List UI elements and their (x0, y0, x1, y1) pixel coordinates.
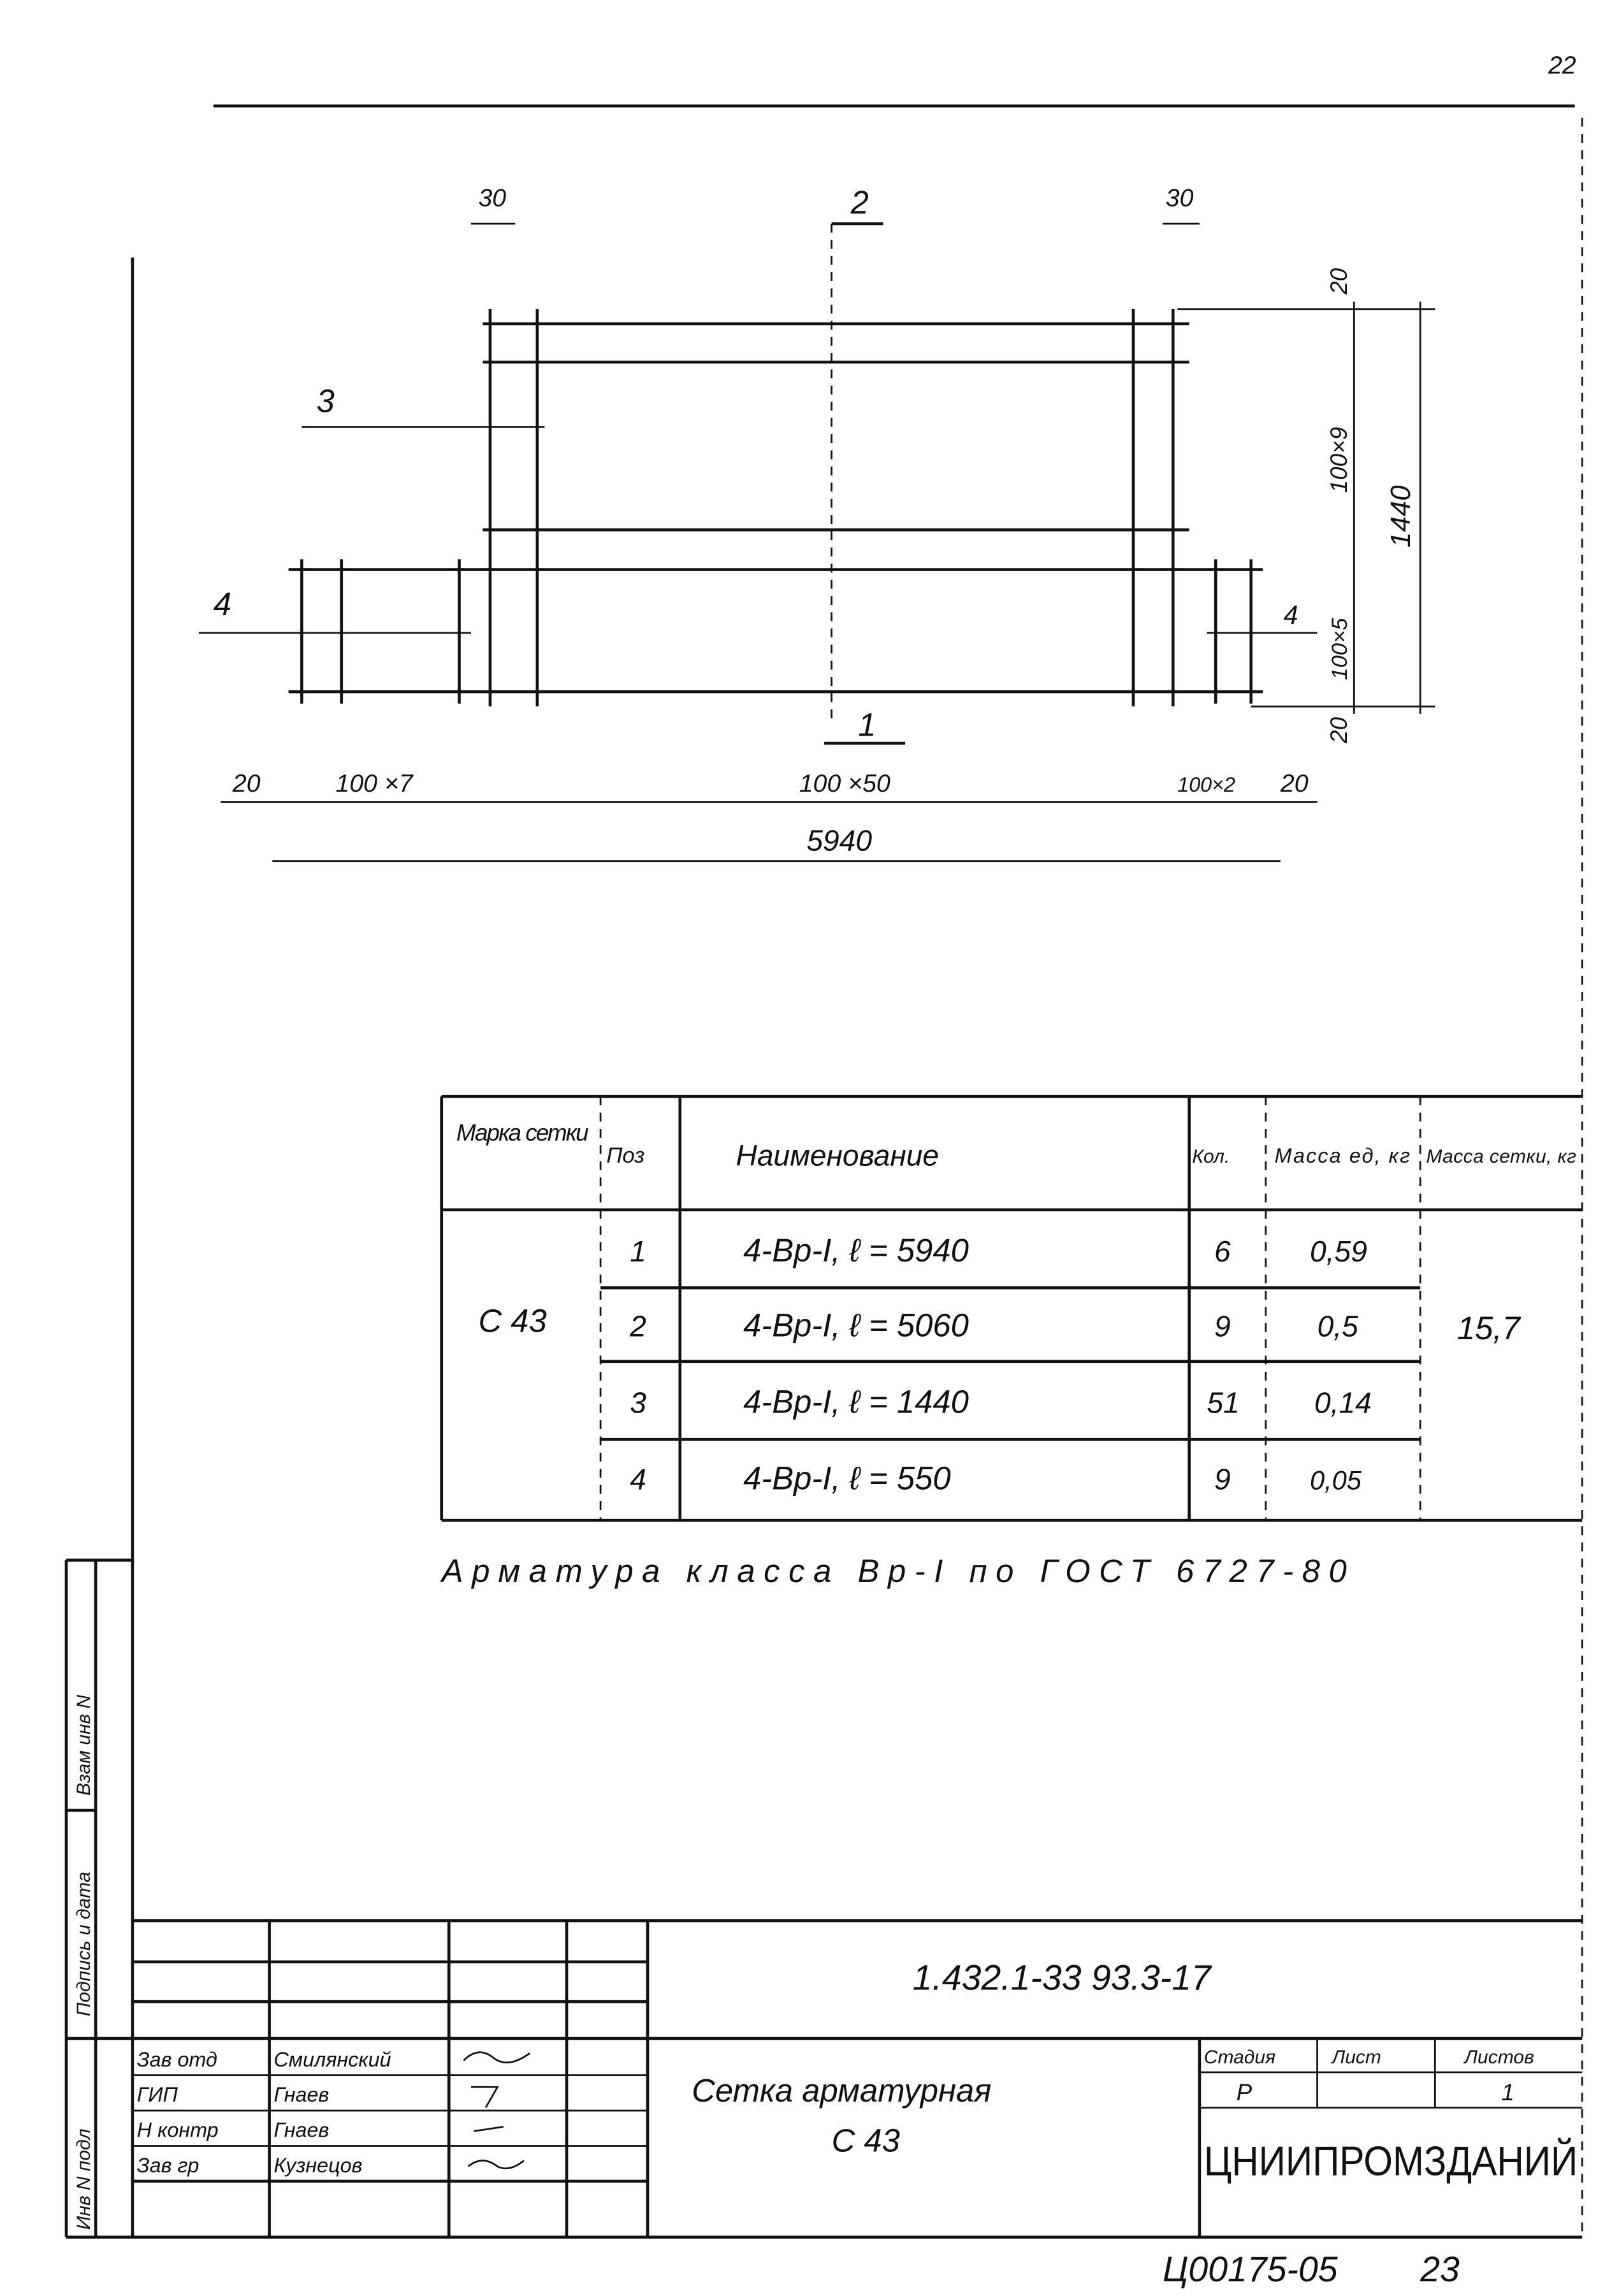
svg-text:0,5: 0,5 (1318, 1310, 1358, 1343)
dim-right-100x5: 100×5 (1328, 618, 1352, 680)
svg-text:1: 1 (630, 1235, 646, 1268)
dim-right-20-top: 20 (1326, 268, 1352, 295)
table-row: 4 4-Вр-I, ℓ = 550 9 0,05 (630, 1460, 1362, 1497)
header-mesh-mass: Масса сетки, кг (1426, 1146, 1576, 1167)
svg-text:9: 9 (1214, 1310, 1231, 1343)
role-label: ГИП (137, 2083, 178, 2106)
dim-overall-width: 1440 (1385, 485, 1416, 548)
svg-text:0,05: 0,05 (1310, 1465, 1362, 1495)
svg-text:4-Вр-I, ℓ = 5060: 4-Вр-I, ℓ = 5060 (743, 1307, 969, 1344)
drawing-subtitle: С 43 (832, 2123, 900, 2159)
dim-top-left: 30 (478, 184, 506, 212)
stage-value: Р (1237, 2079, 1252, 2105)
sheets-value: 1 (1501, 2079, 1514, 2105)
svg-text:4: 4 (630, 1463, 646, 1496)
signatures (463, 2051, 531, 2170)
svg-text:3: 3 (630, 1386, 646, 1420)
organization-name: ЦНИИПРОМЗДАНИЙ (1204, 2138, 1578, 2184)
role-label: Зав гр (137, 2154, 200, 2177)
svg-text:0,59: 0,59 (1310, 1235, 1367, 1268)
svg-text:2: 2 (629, 1310, 646, 1343)
stamp-inv-orig: Инв N подл (73, 2128, 94, 2230)
drawing-title: Сетка арматурная (692, 2072, 991, 2109)
dim-bottom-20-left: 20 (232, 769, 261, 797)
stage-label: Стадия (1204, 2047, 1275, 2068)
mesh-mark: С 43 (478, 1303, 546, 1339)
role-label: Зав отд (137, 2048, 217, 2071)
stamp-replace-inv: Взам инв N (73, 1695, 94, 1796)
side-stamp: Инв N подл Подпись и дата Взам инв N (64, 1559, 133, 2237)
svg-text:6: 6 (1214, 1235, 1231, 1268)
svg-text:4-Вр-I, ℓ = 1440: 4-Вр-I, ℓ = 1440 (743, 1384, 969, 1420)
section-label-4-right: 4 (1283, 600, 1298, 630)
dim-right-100x9: 100×9 (1326, 427, 1352, 493)
person-name: Гнаев (274, 2119, 330, 2142)
sheet-frame (66, 104, 1583, 2239)
page-number: 22 (1548, 51, 1576, 79)
svg-text:51: 51 (1207, 1386, 1239, 1420)
stamp-sign-date: Подпись и дата (73, 1871, 94, 2016)
transverse-bars (300, 309, 1253, 707)
mesh-mass: 15,7 (1457, 1310, 1521, 1346)
dim-bottom-100x50: 100 ×50 (799, 769, 890, 797)
specification-table: Марка сетки Поз Наименование Кол. Масса … (440, 1094, 1583, 1522)
person-name: Смилянский (274, 2048, 391, 2071)
dimensions: 30 30 20 100 ×7 100 ×50 100×2 20 5940 20… (221, 184, 1435, 862)
dim-right-20-bottom: 20 (1326, 716, 1352, 744)
dim-overall-length: 5940 (806, 824, 872, 857)
person-name: Гнаев (274, 2083, 330, 2106)
role-label: Н контр (137, 2119, 219, 2142)
section-label-1: 1 (858, 706, 876, 743)
dim-top-right: 30 (1166, 184, 1194, 212)
sheets-label: Листов (1463, 2047, 1534, 2068)
document-code: 1.432.1-33 93.3-17 (913, 1958, 1212, 1998)
section-label-4-left: 4 (214, 586, 231, 622)
svg-text:0,14: 0,14 (1314, 1386, 1372, 1420)
header-name: Наименование (736, 1139, 940, 1172)
section-marks: 2 1 3 4 4 (198, 184, 1318, 745)
mesh-drawing: 2 1 3 4 4 30 30 20 100 ×7 100 ×50 100×2 … (198, 184, 1435, 862)
section-label-3: 3 (316, 383, 334, 419)
footer-page: 23 (1419, 2249, 1460, 2289)
table-row: 3 4-Вр-I, ℓ = 1440 51 0,14 (630, 1384, 1372, 1420)
footer-code: Ц00175-05 (1163, 2249, 1338, 2289)
dim-bottom-100x2: 100×2 (1177, 773, 1235, 796)
svg-text:4-Вр-I, ℓ = 5940: 4-Вр-I, ℓ = 5940 (743, 1232, 969, 1268)
section-label-2: 2 (850, 184, 869, 221)
svg-text:9: 9 (1214, 1463, 1231, 1496)
header-unit-mass: Масса ед, кг (1275, 1144, 1410, 1167)
longitudinal-bars (288, 322, 1263, 694)
dim-bottom-100x7: 100 ×7 (336, 769, 414, 797)
sheet-label: Лист (1331, 2047, 1381, 2068)
header-pos: Поз (606, 1144, 644, 1168)
title-block: 1.432.1-33 93.3-17 Сетка арматурная С 43… (132, 1919, 1583, 2237)
reinforcement-note: Арматура класса Вр-I по ГОСТ 6727-80 (440, 1553, 1347, 1589)
table-row: 2 4-Вр-I, ℓ = 5060 9 0,5 (629, 1307, 1358, 1344)
svg-text:4-Вр-I, ℓ = 550: 4-Вр-I, ℓ = 550 (743, 1460, 951, 1497)
header-qty: Кол. (1192, 1146, 1230, 1167)
person-name: Кузнецов (274, 2154, 363, 2177)
dim-bottom-20-right: 20 (1280, 769, 1309, 797)
table-row: 1 4-Вр-I, ℓ = 5940 6 0,59 (630, 1232, 1367, 1268)
header-mark: Марка сетки (456, 1119, 589, 1145)
